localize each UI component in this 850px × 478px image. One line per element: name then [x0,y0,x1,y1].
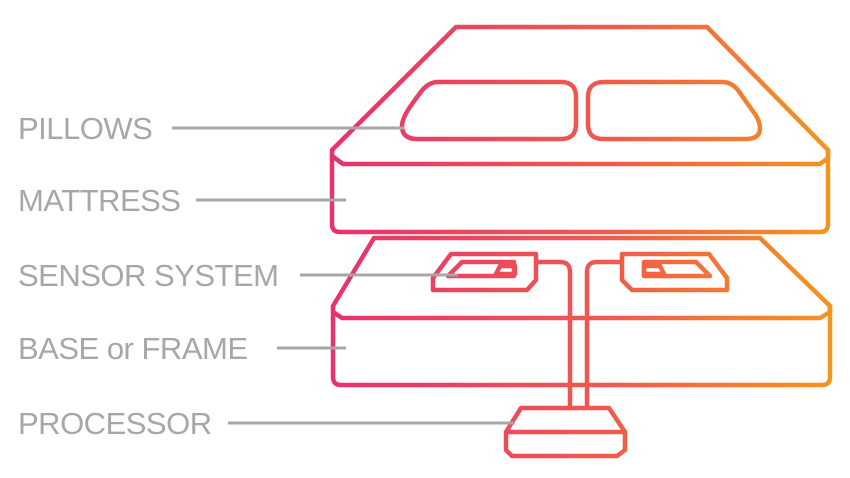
sensor-pad-right [619,251,730,293]
mattress-top-surface [329,24,831,167]
mattress-illustration [329,24,831,235]
component-labels: PILLOWS MATTRESS SENSOR SYSTEM BASE or F… [18,111,279,441]
sensor-pad-right-chip [641,263,667,277]
label-base-or-frame: BASE or FRAME [18,331,248,366]
base-top-surface [330,235,833,321]
sensor-pad-left [430,251,539,293]
sensor-system-illustration [430,251,730,411]
sensor-cable-left [533,259,573,411]
label-mattress: MATTRESS [18,183,181,218]
processor-illustration [503,405,628,459]
processor-box [503,405,628,459]
leader-lines [172,126,515,425]
pillow-left-shape [399,79,579,142]
label-processor: PROCESSOR [18,406,212,441]
sensor-pad-left-chip [493,263,518,277]
label-pillows: PILLOWS [18,111,152,146]
sensor-cable-right [584,259,625,411]
mattress-body [329,147,831,235]
base-frame-illustration [330,235,833,388]
label-sensor-system: SENSOR SYSTEM [18,258,279,293]
pillow-right-shape [585,79,763,142]
base-body [330,303,833,388]
